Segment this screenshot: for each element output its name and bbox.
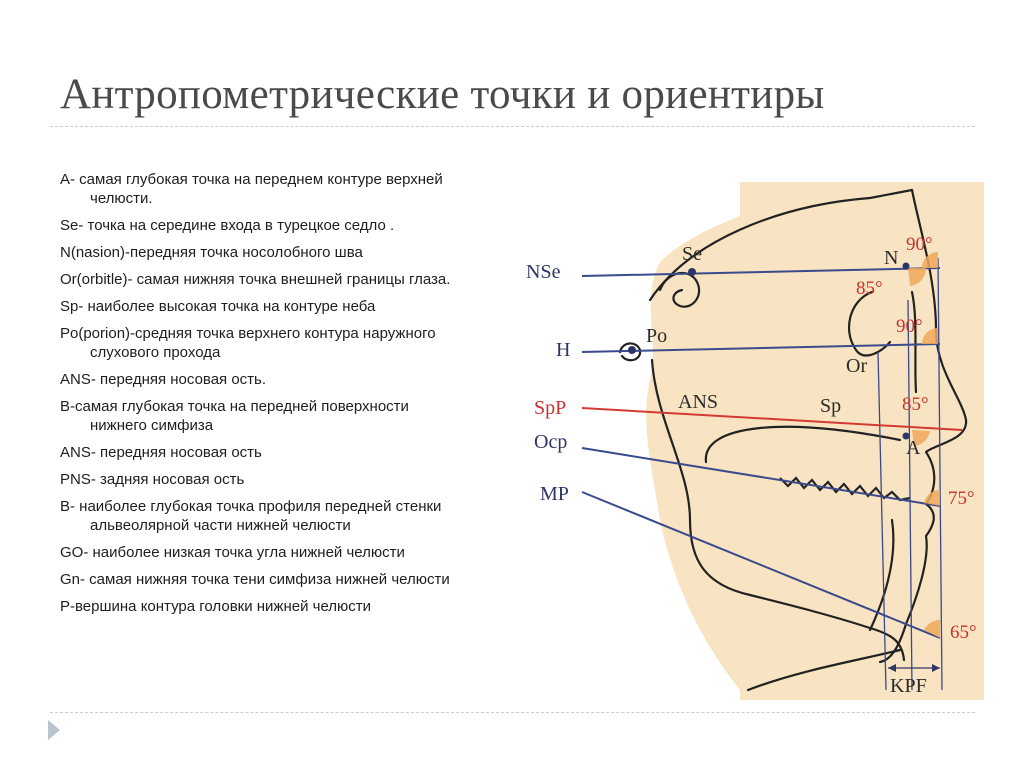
definition-pns: PNS- задняя носовая ость <box>60 471 245 488</box>
angle-arc-2 <box>908 268 927 286</box>
label-se: Se <box>682 243 702 265</box>
angle-label-1: 90° <box>906 234 933 255</box>
definition-gn: Gn- самая нижняя точка тени симфиза нижн… <box>60 571 450 588</box>
definition-b: B-самая глубокая точка на передней повер… <box>60 398 409 434</box>
nse-line <box>581 267 941 277</box>
definition-or: Or(orbitle)- самая нижняя точка внешней … <box>60 271 451 288</box>
label-nse: NSe <box>526 261 561 283</box>
se-point <box>688 268 696 276</box>
cephalometric-figure: NSe H SpP Ocp MP Se N Po Or ANS Sp A 90°… <box>518 180 984 700</box>
definition-a: А- самая глубокая точка на переднем конт… <box>60 171 443 207</box>
angle-label-5: 75° <box>948 488 975 509</box>
kpf-arrow-left <box>888 664 896 672</box>
angle-label-3: 90° <box>896 316 923 337</box>
definition-go: GO- наиболее низкая точка угла нижней че… <box>60 544 405 561</box>
label-h: H <box>556 339 570 361</box>
definition-b-2: B- наиболее глубокая точка профиля перед… <box>60 498 442 534</box>
slide-title: Антропометрические точки и ориентиры <box>60 71 825 118</box>
title-divider <box>50 126 975 127</box>
label-a: A <box>906 437 921 459</box>
palate-contour <box>704 425 902 464</box>
po-point <box>628 346 636 354</box>
label-spp: SpP <box>534 397 566 419</box>
vertical-reference-2 <box>907 299 913 691</box>
footer-divider <box>50 712 975 713</box>
spp-line <box>581 407 963 431</box>
angle-arc-5 <box>924 489 940 506</box>
teeth-contour <box>779 476 911 502</box>
label-ans: ANS <box>678 391 718 413</box>
definition-ans: ANS- передняя носовая ость. <box>60 371 267 388</box>
vertical-reference-3 <box>937 257 943 691</box>
label-mp: MP <box>540 483 569 505</box>
label-kpf: KPF <box>890 675 927 697</box>
n-point <box>902 262 910 270</box>
symphysis-contour <box>868 518 895 632</box>
vertical-reference-1 <box>877 351 887 691</box>
definitions-list: А- самая глубокая точка на переднем конт… <box>60 170 460 624</box>
mp-line <box>581 491 941 639</box>
play-arrow-icon[interactable] <box>48 720 60 740</box>
definition-po: Po(porion)-средняя точка верхнего контур… <box>60 325 436 361</box>
kpf-arrow-right <box>932 664 940 672</box>
label-ocp: Ocp <box>534 431 567 453</box>
mandible-lower-border <box>748 593 906 662</box>
mandible-posterior <box>650 358 752 597</box>
ocp-line <box>581 447 941 507</box>
definition-se: Se- точка на середине входа в турецкое с… <box>60 217 395 234</box>
angle-label-6: 65° <box>950 622 977 643</box>
definition-n: N(nasion)-передняя точка носолобного шва <box>60 244 363 261</box>
h-line <box>581 343 941 353</box>
angle-arc-4 <box>912 430 930 446</box>
angle-label-2: 85° <box>856 278 883 299</box>
definition-ans-2: ANS- передняя носовая ость <box>60 444 262 461</box>
a-point <box>902 432 910 440</box>
angle-arc-3 <box>922 328 938 344</box>
label-or: Or <box>846 355 867 377</box>
label-n: N <box>884 247 898 269</box>
definition-p: P-вершина контура головки нижней челюсти <box>60 598 372 615</box>
angle-label-4: 85° <box>902 394 929 415</box>
nasal-contour <box>910 290 918 394</box>
label-sp: Sp <box>820 395 841 417</box>
orbit-contour <box>847 290 892 357</box>
skull-fill <box>646 186 912 690</box>
label-po: Po <box>646 325 667 347</box>
angle-arc-1 <box>922 252 938 268</box>
definition-sp: Sp- наиболее высокая точка на контуре не… <box>60 298 376 315</box>
angle-arc-6 <box>924 620 940 638</box>
